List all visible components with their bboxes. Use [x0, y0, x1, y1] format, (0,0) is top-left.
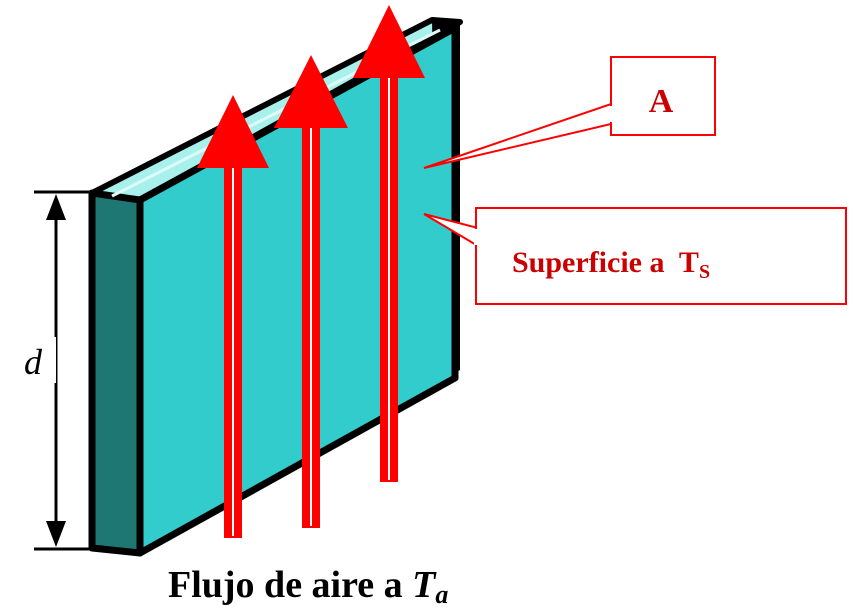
callout-surface: Superficie a TS [423, 207, 847, 305]
airflow-label: Flujo de aire a Ta [168, 564, 448, 609]
airflow-arrow-3 [353, 5, 425, 482]
dimension-d: d [20, 190, 92, 551]
dimension-arrowhead-up [46, 194, 66, 220]
airflow-arrow-1 [197, 95, 269, 538]
callout-area-box [610, 56, 716, 136]
callout-surface-box [475, 207, 847, 305]
vertical-plate [88, 17, 463, 557]
dimension-arrowhead-down [46, 521, 66, 547]
callout-area-label: A [649, 83, 674, 120]
airflow-arrow-2 [274, 55, 348, 528]
callout-surface-label: Superficie a TS [512, 246, 710, 283]
callout-area: A [423, 56, 716, 169]
dimension-label: d [24, 342, 43, 382]
plate-edge-face [88, 189, 144, 557]
airflow-arrows [197, 5, 425, 538]
